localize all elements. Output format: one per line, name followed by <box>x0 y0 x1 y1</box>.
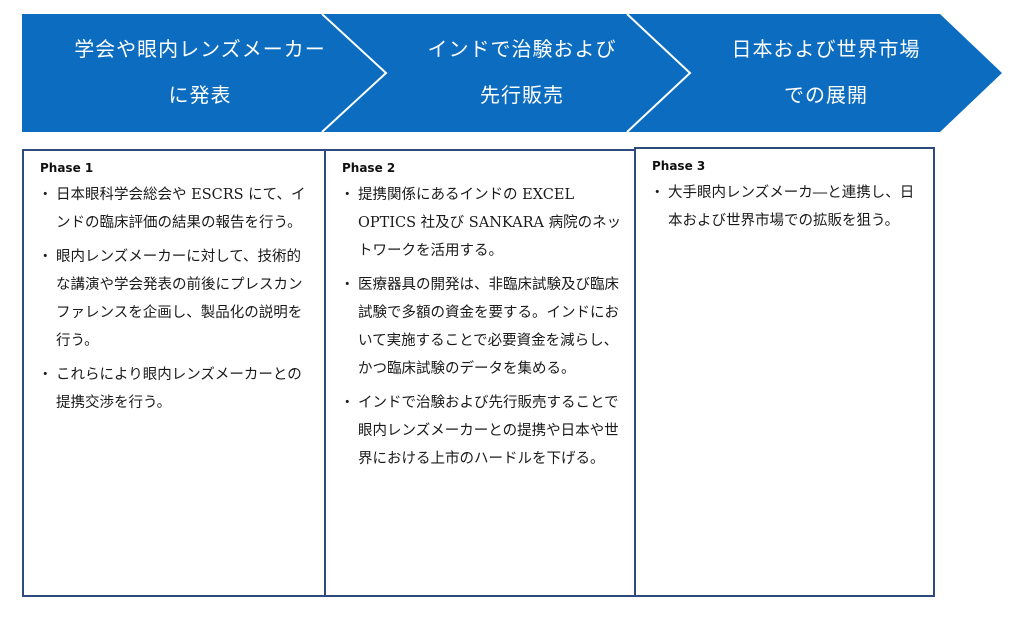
step-3-line-2: での展開 <box>784 83 868 107</box>
phase-1-bullet-3: これらにより眼内レンズメーカーとの提携交渉を行う。 <box>38 361 312 417</box>
phase-2-bullet-3: インドで治験および先行販売することで眼内レンズメーカーとの提携や日本や世界におけ… <box>340 389 622 473</box>
step-3-line-1: 日本および世界市場 <box>731 37 921 61</box>
phase-2-bullet-1: 提携関係にあるインドの EXCEL OPTICS 社及び SANKARA 病院の… <box>340 181 622 265</box>
arrow-segment-3 <box>627 14 1002 132</box>
phase-3-bullet-1: 大手眼内レンズメーカ―と連携し、日本および世界市場での拡販を狙う。 <box>650 179 921 235</box>
phase-3-bullets: 大手眼内レンズメーカ―と連携し、日本および世界市場での拡販を狙う。 <box>650 179 921 241</box>
phase-1-box: Phase 1 日本眼科学会総会や ESCRS にて、インドの臨床評価の結果の報… <box>22 149 326 597</box>
step-1-line-1: 学会や眼内レンズメーカー <box>74 37 326 61</box>
step-label-2: インドで治験および 先行販売 <box>372 22 672 122</box>
phase-1-bullet-1: 日本眼科学会総会や ESCRS にて、インドの臨床評価の結果の報告を行う。 <box>38 181 312 237</box>
phase-1-title: Phase 1 <box>40 161 94 175</box>
phase-3-title: Phase 3 <box>652 159 706 173</box>
chevron-divider-2 <box>626 13 692 133</box>
step-label-3: 日本および世界市場 での展開 <box>676 22 976 122</box>
arrow-segment-2 <box>322 14 690 132</box>
step-1-line-2: に発表 <box>168 83 232 107</box>
step-2-line-2: 先行販売 <box>480 83 564 107</box>
phase-2-title: Phase 2 <box>342 161 396 175</box>
step-2-line-1: インドで治験および <box>427 37 617 61</box>
phase-3-box: Phase 3 大手眼内レンズメーカ―と連携し、日本および世界市場での拡販を狙う… <box>634 147 935 597</box>
arrow-segment-1 <box>22 14 386 132</box>
process-arrows <box>22 13 1002 133</box>
phase-1-bullets: 日本眼科学会総会や ESCRS にて、インドの臨床評価の結果の報告を行う。 眼内… <box>38 181 312 423</box>
phase-2-bullet-2: 医療器具の開発は、非臨床試験及び臨床試験で多額の資金を要する。インドにおいて実施… <box>340 271 622 383</box>
phase-1-bullet-2: 眼内レンズメーカーに対して、技術的な講演や学会発表の前後にプレスカンファレンスを… <box>38 243 312 355</box>
step-label-1: 学会や眼内レンズメーカー に発表 <box>40 22 360 122</box>
phase-2-box: Phase 2 提携関係にあるインドの EXCEL OPTICS 社及び SAN… <box>324 149 636 597</box>
chevron-divider-1 <box>321 13 388 133</box>
phase-2-bullets: 提携関係にあるインドの EXCEL OPTICS 社及び SANKARA 病院の… <box>340 181 622 479</box>
